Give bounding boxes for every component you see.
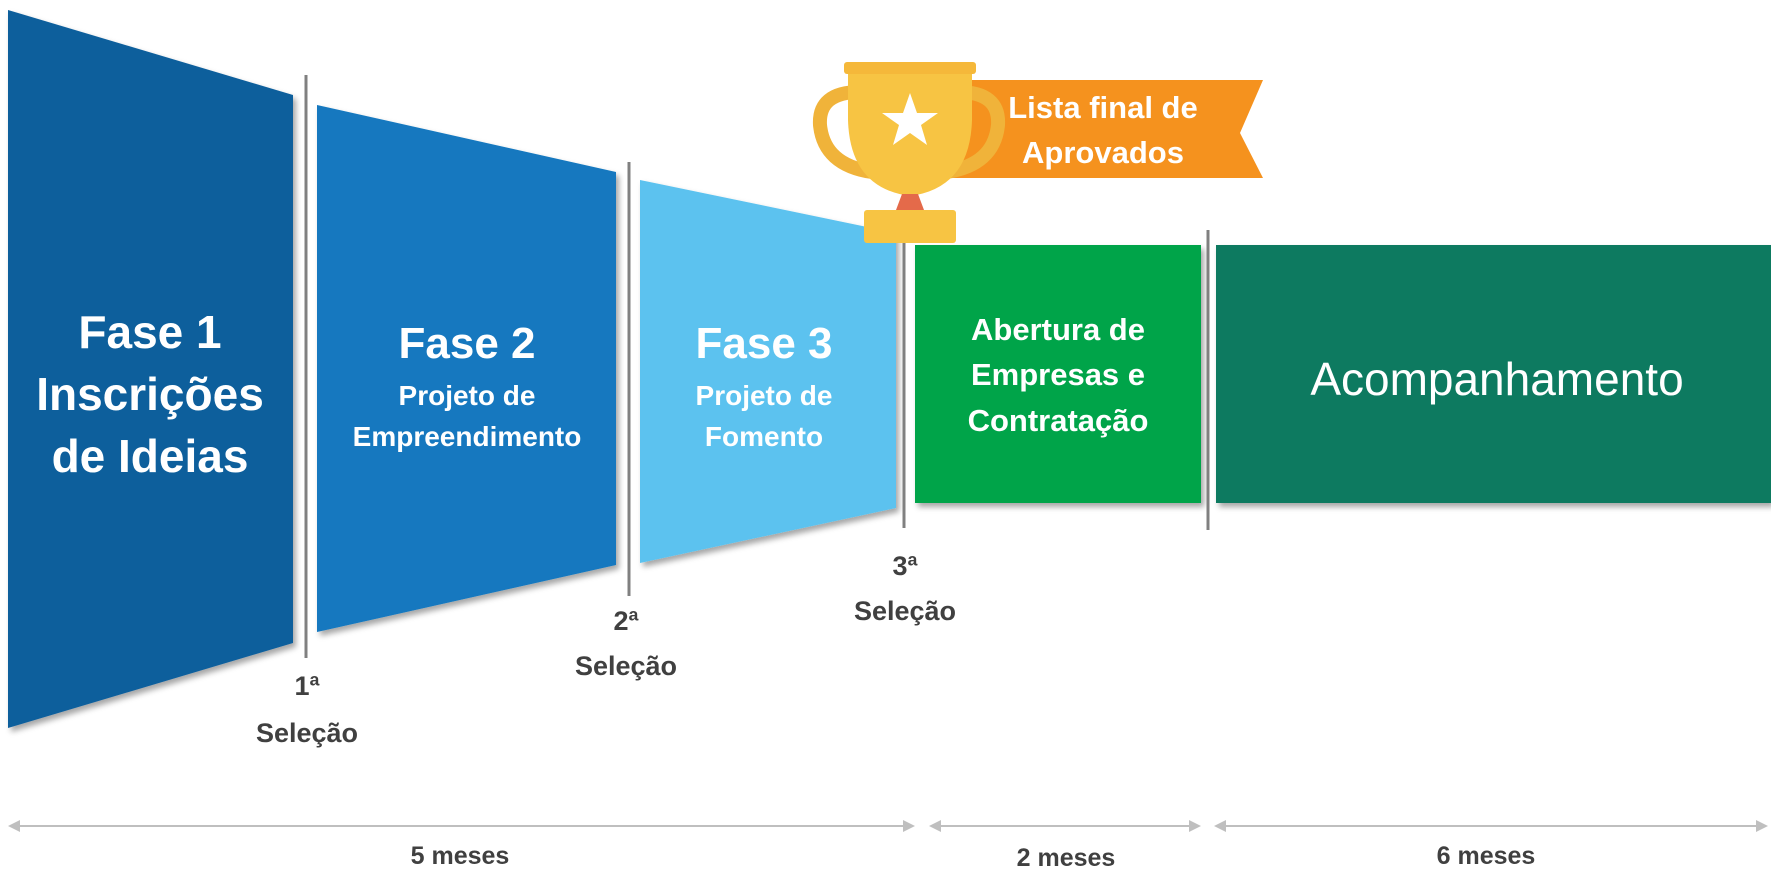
phase-2: Fase 2 Projeto de Empreendimento [317, 105, 616, 632]
arrow-right-icon [903, 820, 915, 832]
banner-line-1: Lista final de [1008, 90, 1197, 125]
phase-3-subtitle-line-1: Projeto de [696, 380, 833, 411]
phase-1: Fase 1 Inscrições de Ideias [8, 10, 293, 728]
selection-2-label: Seleção [575, 651, 677, 681]
selection-3-ordinal: 3ª [892, 551, 917, 581]
phase-3-subtitle-line-2: Fomento [705, 421, 823, 452]
phase-3-shape [640, 180, 896, 563]
timeline-segment-1: 5 meses [8, 820, 915, 870]
selection-2: 2ª Seleção [575, 606, 677, 681]
selection-3-label: Seleção [854, 596, 956, 626]
final-list-banner: Lista final de Aprovados [950, 80, 1263, 178]
phase-3: Fase 3 Projeto de Fomento [640, 180, 896, 563]
phase-5-title: Acompanhamento [1310, 353, 1683, 405]
arrow-right-icon [1756, 820, 1768, 832]
phase-2-shape [317, 105, 616, 632]
selection-1: 1ª Seleção [256, 671, 358, 748]
selection-2-ordinal: 2ª [613, 606, 638, 636]
phase-5: Acompanhamento [1216, 245, 1771, 503]
phase-2-title: Fase 2 [399, 319, 536, 368]
arrow-left-icon [8, 820, 20, 832]
timeline-segment-2: 2 meses [929, 820, 1201, 872]
phase-4-title-line-3: Contratação [968, 403, 1149, 438]
arrow-left-icon [929, 820, 941, 832]
phase-1-title-line-2: Inscrições [36, 368, 264, 420]
phase-3-title: Fase 3 [696, 319, 833, 368]
timeline-label-3: 6 meses [1437, 842, 1536, 870]
selection-1-label: Seleção [256, 718, 358, 748]
phase-5-shape [1216, 245, 1771, 503]
phase-4-title-line-1: Abertura de [971, 312, 1145, 347]
banner-line-2: Aprovados [1022, 135, 1184, 170]
phase-2-subtitle-line-1: Projeto de [399, 380, 536, 411]
arrow-right-icon [1189, 820, 1201, 832]
timeline-label-2: 2 meses [1017, 844, 1116, 872]
timeline-label-1: 5 meses [411, 842, 510, 870]
phase-2-subtitle-line-2: Empreendimento [353, 421, 582, 452]
phase-1-shape [8, 10, 293, 728]
arrow-left-icon [1214, 820, 1226, 832]
selection-1-ordinal: 1ª [294, 671, 319, 701]
phase-4-title-line-2: Empresas e [971, 357, 1145, 392]
selection-3: 3ª Seleção [854, 551, 956, 626]
phase-4-shape [915, 245, 1201, 503]
trophy-icon [812, 62, 1006, 243]
phase-1-title-line-1: Fase 1 [78, 306, 221, 358]
timeline-segment-3: 6 meses [1214, 820, 1768, 870]
phase-1-title-line-3: de Ideias [52, 430, 249, 482]
phase-4: Abertura de Empresas e Contratação [915, 245, 1201, 503]
banner-ribbon [950, 80, 1263, 178]
